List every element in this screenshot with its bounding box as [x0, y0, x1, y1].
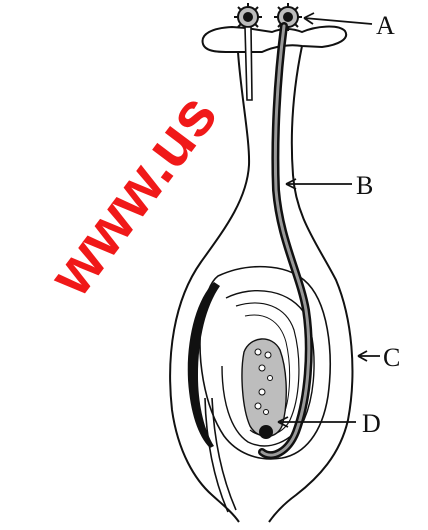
arrow-a	[304, 13, 372, 24]
stigma	[203, 27, 347, 52]
pollen-tube-short	[245, 27, 252, 100]
arrow-d	[278, 417, 356, 427]
label-c: C	[383, 343, 400, 372]
arrow-c	[358, 351, 380, 361]
pollen-tube-tip	[259, 425, 273, 439]
integument-dark	[188, 282, 220, 448]
arrow-b	[286, 179, 352, 189]
watermark: www.us	[35, 82, 230, 310]
label-b: B	[356, 171, 373, 200]
funicle	[205, 398, 236, 512]
pollen-grain-right	[274, 3, 302, 31]
label-a: A	[376, 11, 395, 40]
label-d: D	[362, 409, 381, 438]
